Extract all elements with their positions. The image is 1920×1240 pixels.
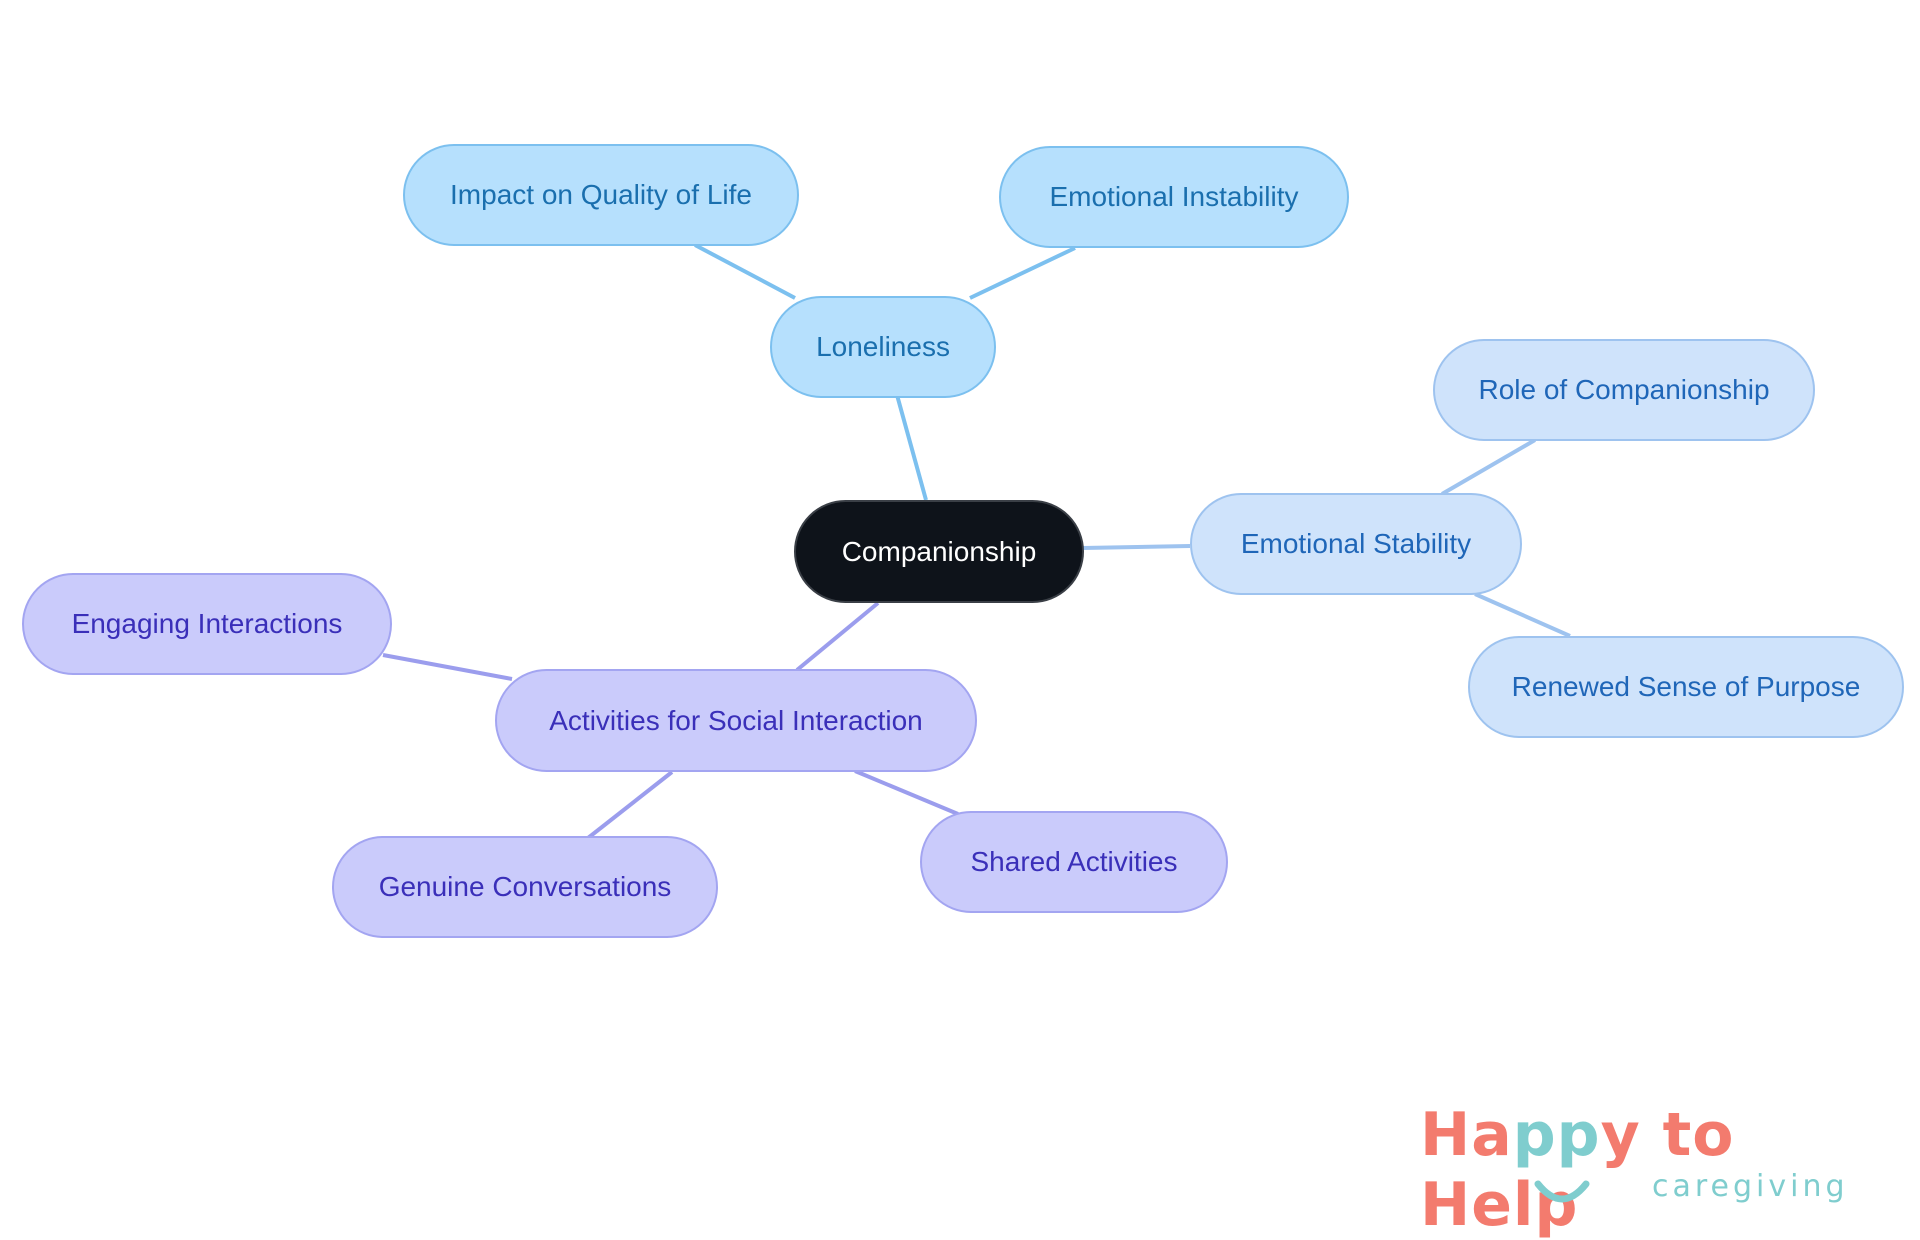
- node-emotional-stability[interactable]: Emotional Stability: [1190, 493, 1522, 595]
- edge-root-loneliness: [895, 394, 928, 501]
- node-loneliness[interactable]: Loneliness: [770, 296, 996, 398]
- node-activities-for-social-interaction[interactable]: Activities for Social Interaction: [495, 669, 977, 772]
- edge-activities-genuine: [586, 770, 674, 840]
- smile-icon: [1534, 1180, 1590, 1203]
- edge-loneliness-impact: [694, 243, 796, 300]
- logo-subtitle: caregiving: [1652, 1169, 1849, 1204]
- node-emotional-instability[interactable]: Emotional Instability: [999, 146, 1349, 248]
- mind-map-canvas: Companionship Loneliness Impact on Quali…: [22, 144, 1904, 938]
- node-impact-on-quality-of-life[interactable]: Impact on Quality of Life: [403, 144, 799, 246]
- node-shared-activities[interactable]: Shared Activities: [920, 811, 1228, 913]
- edge-stability-purpose: [1474, 592, 1571, 638]
- edge-activities-engaging: [382, 653, 513, 681]
- connector-layer: [382, 243, 1571, 840]
- node-engaging-interactions[interactable]: Engaging Interactions: [22, 573, 392, 675]
- logo-text-pp: pp: [1512, 1100, 1601, 1170]
- logo-text-part-1: Ha: [1420, 1100, 1513, 1170]
- edge-loneliness-instability: [969, 246, 1076, 300]
- node-genuine-conversations[interactable]: Genuine Conversations: [332, 836, 718, 938]
- node-renewed-sense-of-purpose[interactable]: Renewed Sense of Purpose: [1468, 636, 1904, 738]
- happy-to-help-logo: Happy to Help caregiving: [1420, 1100, 1890, 1240]
- edge-activities-shared: [854, 769, 959, 816]
- edge-stability-role: [1440, 438, 1537, 496]
- edge-root-activities: [795, 601, 880, 672]
- edge-root-stability: [1082, 544, 1191, 550]
- node-root[interactable]: Companionship: [794, 500, 1084, 603]
- node-role-of-companionship[interactable]: Role of Companionship: [1433, 339, 1815, 441]
